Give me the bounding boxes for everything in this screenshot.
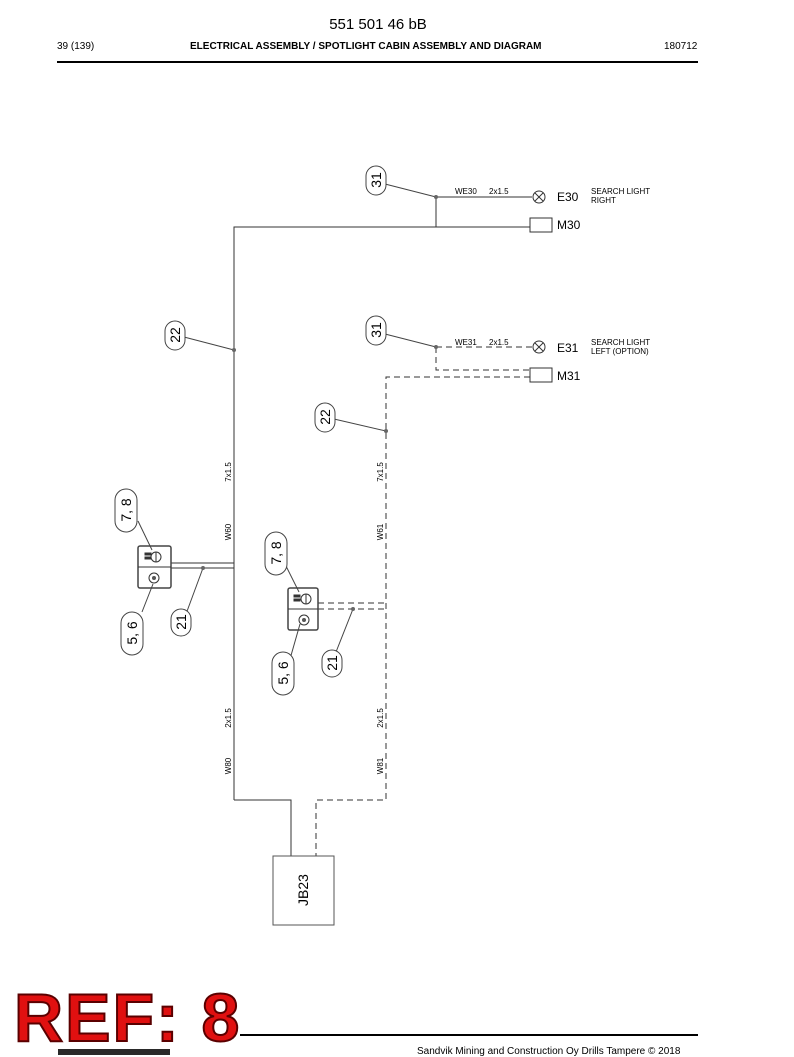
callout-21-left-balloon bbox=[170, 608, 192, 637]
callout-31-mid: 31 bbox=[368, 322, 384, 338]
cable-w80-size: 2x1.5 bbox=[224, 708, 233, 728]
e31-description-line1: SEARCH LIGHT bbox=[591, 338, 650, 347]
reference-stamp: REF: 8 bbox=[13, 980, 242, 1056]
callout-78-left-balloon bbox=[114, 488, 138, 533]
callout-21-left: 21 bbox=[173, 614, 189, 630]
callout-56-right: 5, 6 bbox=[275, 661, 291, 685]
junction-dots bbox=[201, 195, 438, 611]
component-e30: E30 bbox=[557, 190, 579, 204]
switch-block-right bbox=[287, 587, 319, 631]
callout-31-mid-balloon bbox=[365, 315, 387, 346]
cable-w81-label: W81 bbox=[376, 757, 385, 774]
junction-box-jb23 bbox=[272, 855, 335, 926]
component-m31: M31 bbox=[557, 369, 581, 383]
cable-w81-size: 2x1.5 bbox=[376, 708, 385, 728]
callout-22-left-balloon bbox=[164, 320, 186, 351]
e30-description-line1: SEARCH LIGHT bbox=[591, 187, 650, 196]
callout-78-right-balloon bbox=[264, 531, 288, 576]
e30-description-line2: RIGHT bbox=[591, 196, 616, 205]
wire-we31-label: WE31 bbox=[455, 338, 477, 347]
leader-lines bbox=[137, 183, 437, 660]
document-number: 551 501 46 bB bbox=[329, 16, 427, 33]
component-jb23: JB23 bbox=[295, 874, 311, 906]
footer-rule bbox=[240, 1034, 698, 1036]
cable-w61-label: W61 bbox=[376, 523, 385, 540]
cable-w60-label: W60 bbox=[224, 523, 233, 540]
callout-56-right-balloon bbox=[271, 651, 295, 696]
revision-date: 180712 bbox=[664, 41, 698, 52]
page-title: ELECTRICAL ASSEMBLY / SPOTLIGHT CABIN AS… bbox=[190, 41, 542, 52]
callout-78-right: 7, 8 bbox=[268, 541, 284, 565]
wire-we30-label: WE30 bbox=[455, 187, 477, 196]
wire-we31-size: 2x1.5 bbox=[489, 338, 509, 347]
cable-w60-size: 7x1.5 bbox=[224, 462, 233, 482]
footer-copyright: Sandvik Mining and Construction Oy Drill… bbox=[417, 1046, 681, 1057]
connector-m30 bbox=[529, 217, 553, 233]
header-rule bbox=[57, 61, 698, 63]
lamp-e30-symbol bbox=[532, 190, 546, 204]
wire-we30-size: 2x1.5 bbox=[489, 187, 509, 196]
callout-22-left: 22 bbox=[167, 327, 183, 343]
harness-w60 bbox=[171, 196, 532, 856]
component-m30: M30 bbox=[557, 218, 581, 232]
callout-56-left-balloon bbox=[120, 611, 144, 656]
company-logo bbox=[58, 1049, 170, 1055]
connector-m31 bbox=[529, 367, 553, 383]
page-number: 39 (139) bbox=[57, 41, 95, 52]
e31-description-line2: LEFT (OPTION) bbox=[591, 347, 649, 356]
switch-block-left bbox=[137, 545, 172, 589]
callout-21-right: 21 bbox=[324, 655, 340, 671]
harness-w61 bbox=[315, 346, 532, 856]
callout-22-right: 22 bbox=[317, 409, 333, 425]
callout-56-left: 5, 6 bbox=[124, 621, 140, 645]
cable-w61-size: 7x1.5 bbox=[376, 462, 385, 482]
callout-31-top-balloon bbox=[365, 165, 387, 196]
component-e31: E31 bbox=[557, 341, 579, 355]
callout-31-top: 31 bbox=[368, 172, 384, 188]
cable-w80-label: W80 bbox=[224, 757, 233, 774]
callout-21-right-balloon bbox=[321, 649, 343, 678]
callout-22-right-balloon bbox=[314, 402, 336, 433]
callout-78-left: 7, 8 bbox=[118, 498, 134, 522]
lamp-e31-symbol bbox=[532, 340, 546, 354]
